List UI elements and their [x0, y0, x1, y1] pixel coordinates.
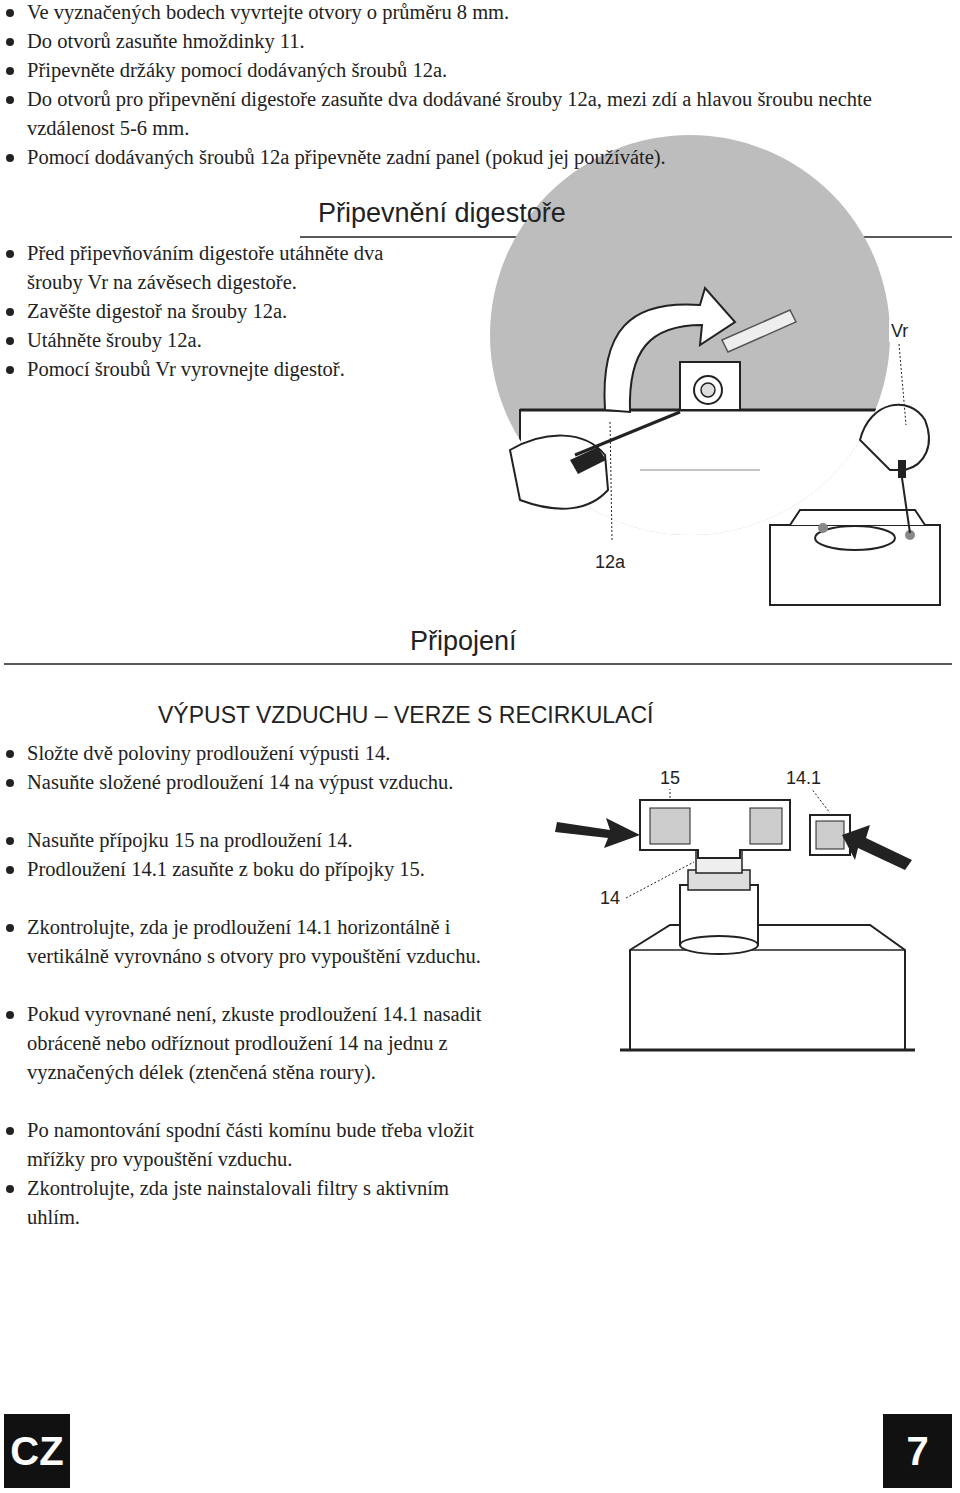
instruction: Nasuňte složené prodloužení 14 na výpust…	[27, 768, 482, 797]
bullet	[6, 250, 14, 258]
instruction: Ve vyznačených bodech vyvrtejte otvory o…	[27, 0, 927, 27]
bullet	[6, 750, 14, 758]
instruction: Zkontrolujte, zda je prodloužení 14.1 ho…	[27, 913, 482, 971]
callout-number: 14	[598, 887, 622, 909]
callout-number: 14.1	[784, 767, 823, 789]
instruction: Pokud vyrovnané není, zkuste prodloužení…	[27, 1000, 482, 1087]
instruction: Před připevňováním digestoře utáhněte dv…	[27, 239, 427, 297]
instruction: Zavěšte digestoř na šrouby 12a.	[27, 297, 427, 326]
instruction: Nasuňte přípojku 15 na prodloužení 14.	[27, 826, 482, 855]
language-code: CZ	[4, 1415, 70, 1487]
bullet	[6, 366, 14, 374]
instruction: Do otvorů zasuňte hmoždinky 11.	[27, 27, 927, 56]
bullet	[6, 1011, 14, 1019]
bullet	[6, 779, 14, 787]
bullet	[6, 154, 14, 162]
bullet	[6, 337, 14, 345]
instruction: Prodloužení 14.1 zasuňte z boku do přípo…	[27, 855, 482, 884]
bullet	[6, 924, 14, 932]
bullet	[6, 1127, 14, 1135]
callout-label: 12a	[593, 551, 627, 573]
callout-label: Vr	[889, 320, 910, 342]
instruction: Po namontování spodní části komínu bude …	[27, 1116, 482, 1174]
bullet	[6, 96, 14, 104]
callout-number: 15	[658, 767, 682, 789]
rule	[4, 663, 952, 665]
bullet	[6, 38, 14, 46]
bullet	[6, 837, 14, 845]
bullet	[6, 308, 14, 316]
instruction: Složte dvě poloviny prodloužení výpusti …	[27, 739, 482, 768]
recirculation-figure	[555, 784, 915, 1050]
instruction: Pomocí dodávaných šroubů 12a připevněte …	[27, 143, 927, 172]
section-heading: Připojení	[410, 624, 517, 658]
page-number: 7	[883, 1415, 952, 1487]
instruction: Připevněte držáky pomocí dodávaných šrou…	[27, 56, 927, 85]
subsection-heading: VÝPUST VZDUCHU – VERZE S RECIRKULACÍ	[158, 700, 653, 730]
section-heading: Připevnění digestoře	[318, 196, 566, 230]
instruction: Zkontrolujte, zda jste nainstalovali fil…	[27, 1174, 482, 1232]
bullet	[6, 67, 14, 75]
footer-box	[4, 1414, 70, 1488]
bullet	[6, 1185, 14, 1193]
instruction: Utáhněte šrouby 12a.	[27, 326, 427, 355]
instruction: Pomocí šroubů Vr vyrovnejte digestoř.	[27, 355, 427, 384]
bullet	[6, 866, 14, 874]
footer-box	[883, 1414, 952, 1488]
instruction: Do otvorů pro připevnění digestoře zasuň…	[27, 85, 927, 143]
bullet	[6, 9, 14, 17]
